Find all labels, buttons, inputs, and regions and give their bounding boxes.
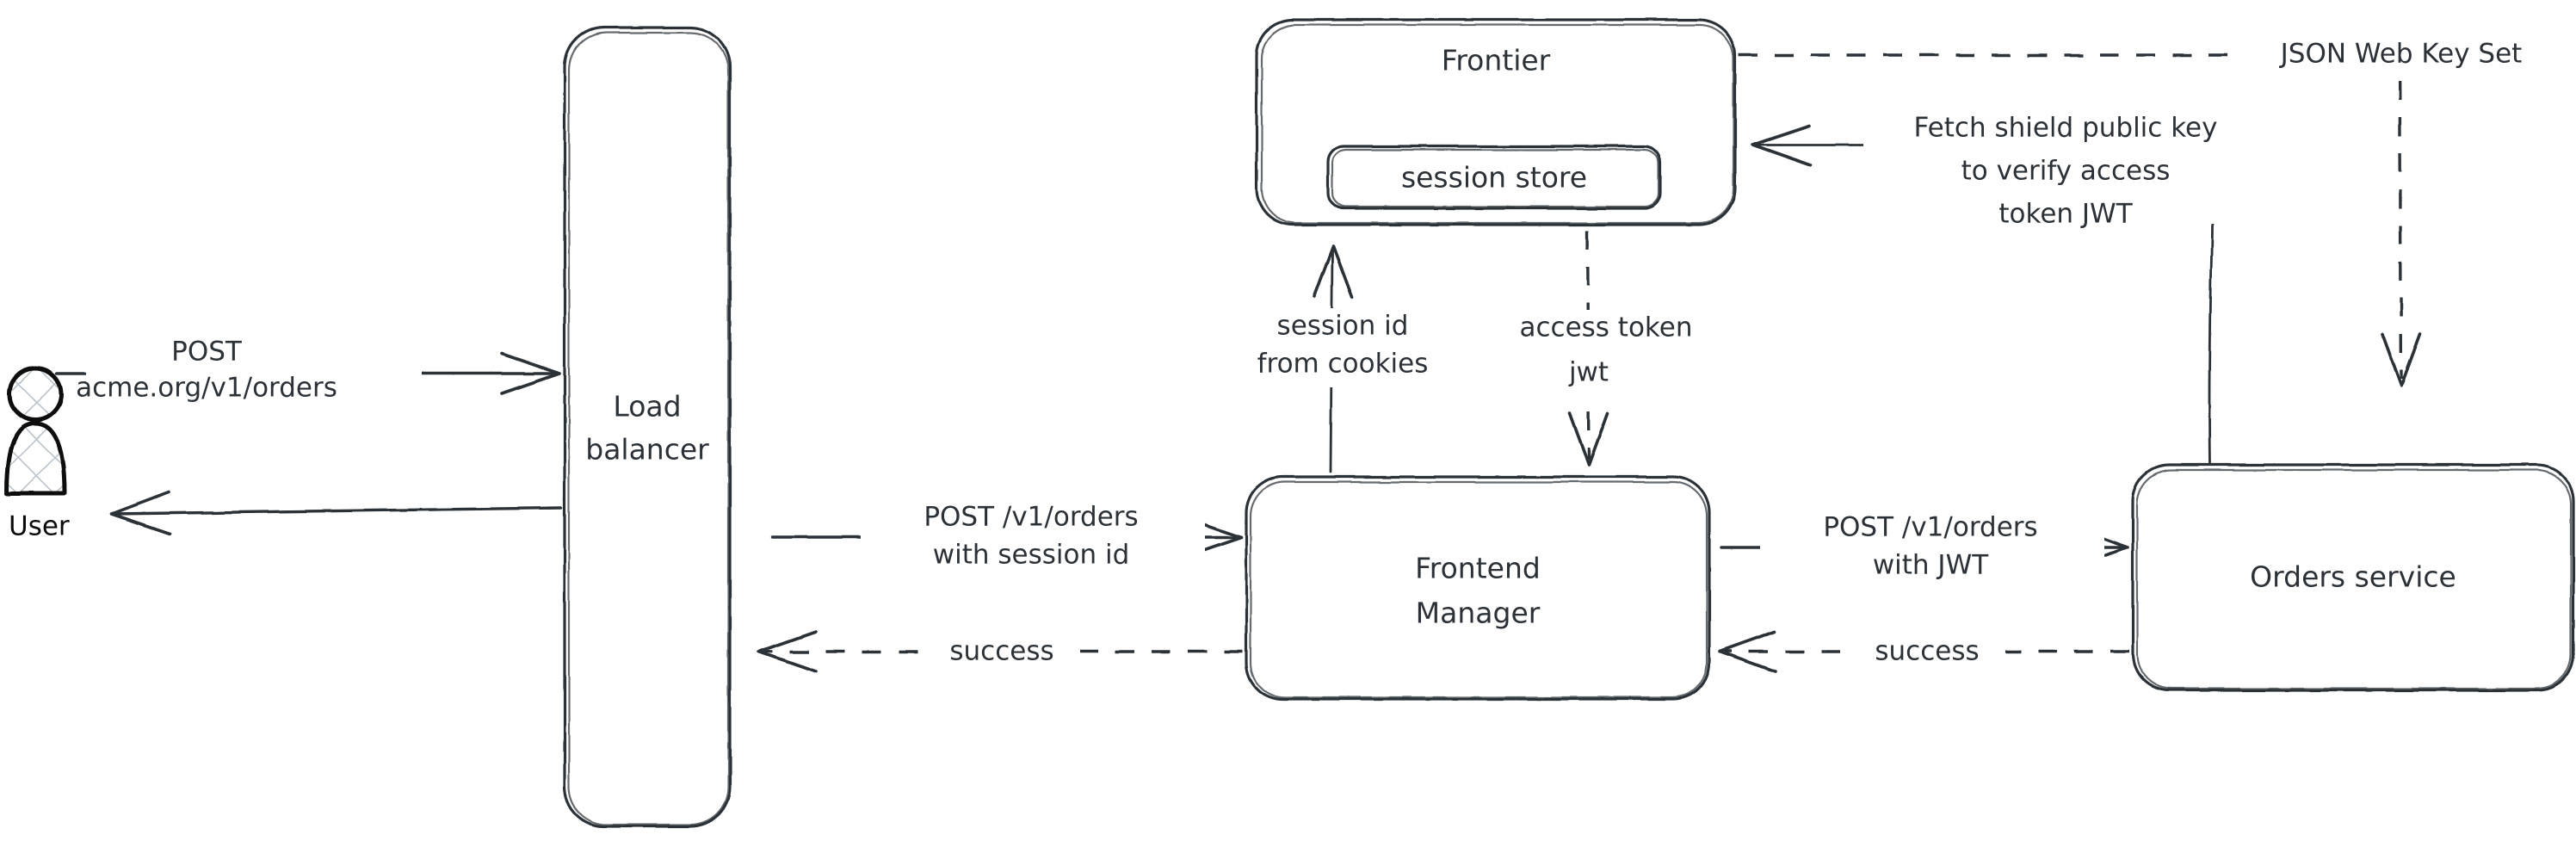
edge-lb-to-user[interactable] [110,491,563,535]
edge-user-to-lb-label-line2: acme.org/v1/orders [76,373,337,404]
actor-person-icon-head [7,366,64,423]
edge-frontier-to-fm-label-line1: access token [1519,312,1692,343]
edge-frontier-to-fm-label-bg [1480,310,1739,396]
edge-orders-to-frontier-label-line1: Fetch shield public key [1914,113,2218,144]
node-frontier-shape-echo [1260,23,1735,225]
edge-orders-to-frontier-label-bg [1863,95,2268,224]
edge-fm-to-frontier-label-bg [1218,308,1467,387]
edge-frontier-to-orders-jwks-label: JSON Web Key Set [2279,39,2523,70]
edge-lb-to-fm-label-line2: with session id [933,540,1130,571]
node-orders-service-label: Orders service [2250,560,2456,594]
edge-orders-to-frontier-label-line3: token JWT [1998,199,2133,230]
node-user[interactable] [4,366,67,496]
node-orders-service[interactable]: Orders service [2131,463,2575,692]
node-frontend-manager-shape [1245,475,1711,701]
edge-orders-to-fm-label-bg [1850,628,2005,677]
edge-user-to-lb-label-bg [86,334,422,410]
edge-fm-to-orders-label-line2: with JWT [1873,550,1989,581]
edge-frontier-to-orders-jwks-label-bg [2236,31,2572,79]
edge-lb-to-fm-label-bg [861,499,1205,577]
edge-user-to-lb-label-line1: POST [171,337,243,368]
node-session-store-label: session store [1401,161,1587,195]
edge-orders-to-fm[interactable] [1718,630,2129,673]
edge-fm-to-frontier-label-line1: session id [1277,311,1409,342]
node-session-store-shape-echo [1331,148,1660,208]
edge-lb-to-fm-label-line1: POST /v1/orders [924,502,1138,533]
node-user-label: User [9,511,70,542]
node-frontend-manager[interactable]: Frontend Manager [1245,475,1711,701]
edge-fm-to-orders-label-line1: POST /v1/orders [1823,512,2037,543]
node-frontier[interactable]: Frontier session store [1255,18,1737,226]
node-frontend-manager-shape-echo [1249,480,1708,699]
edge-orders-to-frontier[interactable] [1751,124,2214,467]
node-load-balancer-label-line1: Load [613,390,681,424]
edge-fm-to-lb-label-bg [925,628,1080,677]
edge-fm-to-frontier-label-line2: from cookies [1257,349,1429,380]
node-frontier-label: Frontier [1442,44,1551,77]
node-frontend-manager-label-line2: Manager [1416,597,1541,630]
node-orders-service-shape-echo [2135,468,2573,690]
edge-frontier-to-fm-label-line2: jwt [1568,357,1609,388]
edge-orders-to-fm-label: success [1875,636,1979,667]
edge-fm-to-lb[interactable] [757,630,1243,673]
edge-orders-to-frontier-label-line2: to verify access [1961,156,2171,187]
actor-person-icon-body [4,421,67,496]
node-session-store-shape [1326,145,1662,210]
edge-fm-to-orders-label-bg [1760,510,2104,587]
node-load-balancer-shape [563,26,732,828]
node-frontend-manager-label-line1: Frontend [1415,552,1541,585]
node-load-balancer[interactable]: Load balancer [563,26,732,828]
edge-fm-to-lb-label: success [949,636,1053,667]
node-load-balancer-label-line2: balancer [585,433,709,467]
node-session-store[interactable]: session store [1326,145,1662,210]
node-load-balancer-shape-echo [567,31,730,826]
node-orders-service-shape [2131,463,2575,692]
